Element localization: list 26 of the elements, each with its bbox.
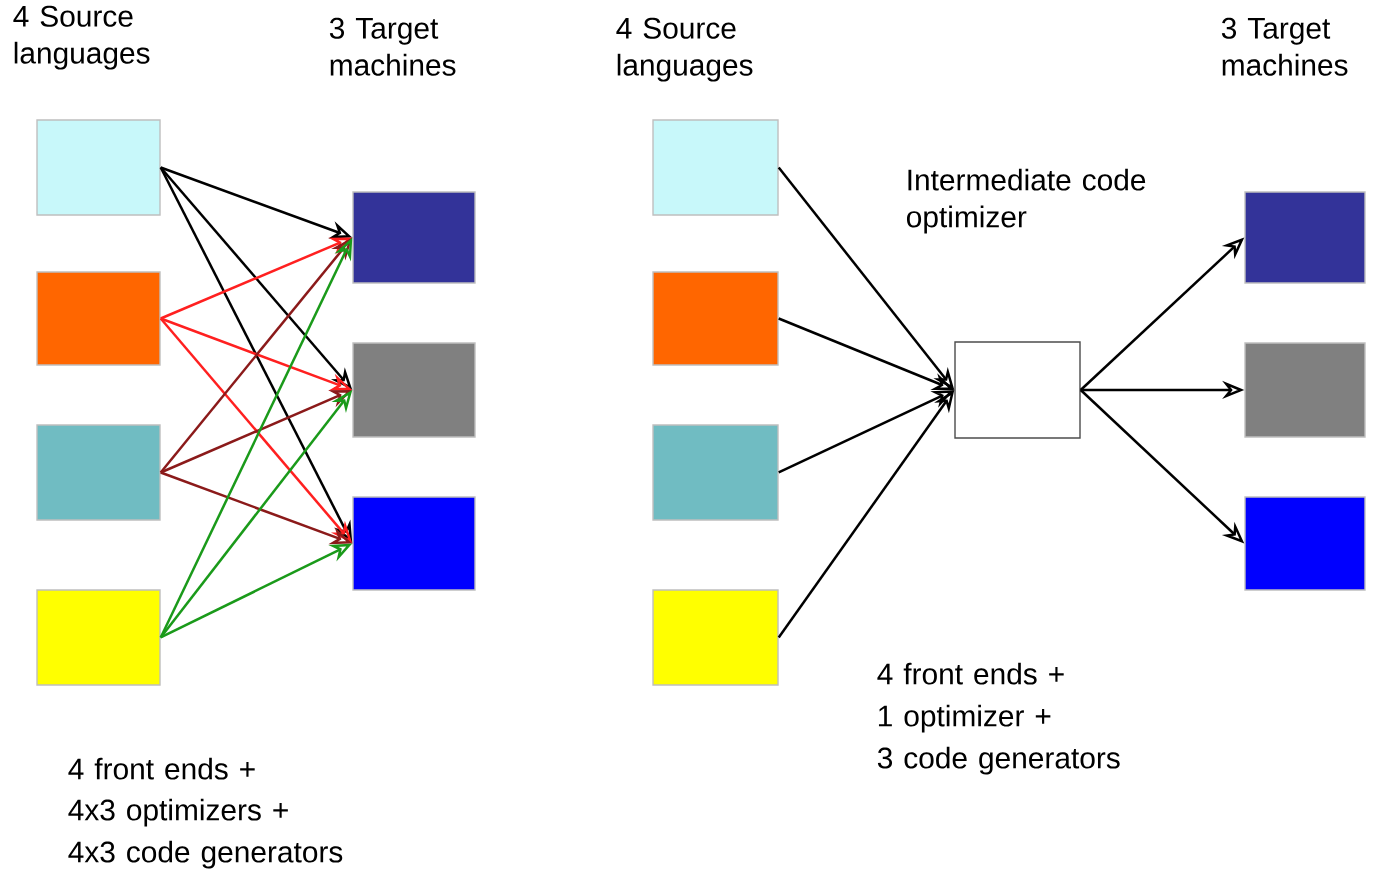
label: 3 code generators: [877, 746, 1120, 775]
color-box: [352, 342, 476, 438]
color-box: [36, 589, 161, 686]
color-box: [36, 119, 161, 216]
label: 4 Source languages: [13, 5, 150, 70]
color-box: [652, 119, 779, 216]
label: 4 Source languages: [616, 17, 753, 82]
label: Intermediate code optimizer: [907, 168, 1146, 234]
color-box: [36, 424, 161, 521]
optimizer-box: [954, 341, 1081, 439]
label: 3 Target machines: [1221, 17, 1348, 76]
color-box: [1244, 342, 1366, 438]
label: 3 Target machines: [329, 17, 456, 76]
color-box: [352, 191, 476, 284]
color-box: [352, 496, 476, 591]
color-box: [652, 271, 779, 366]
color-box: [1244, 191, 1366, 284]
label: 4 front ends +: [877, 662, 1064, 685]
label: 4x3 code generators: [68, 840, 343, 869]
label: 1 optimizer +: [878, 704, 1051, 733]
color-box: [652, 424, 779, 521]
color-box: [36, 271, 161, 366]
label: 4x3 optimizers +: [68, 798, 288, 827]
label: 4 front ends +: [68, 757, 255, 780]
color-box: [652, 589, 779, 686]
color-box: [1244, 496, 1366, 591]
